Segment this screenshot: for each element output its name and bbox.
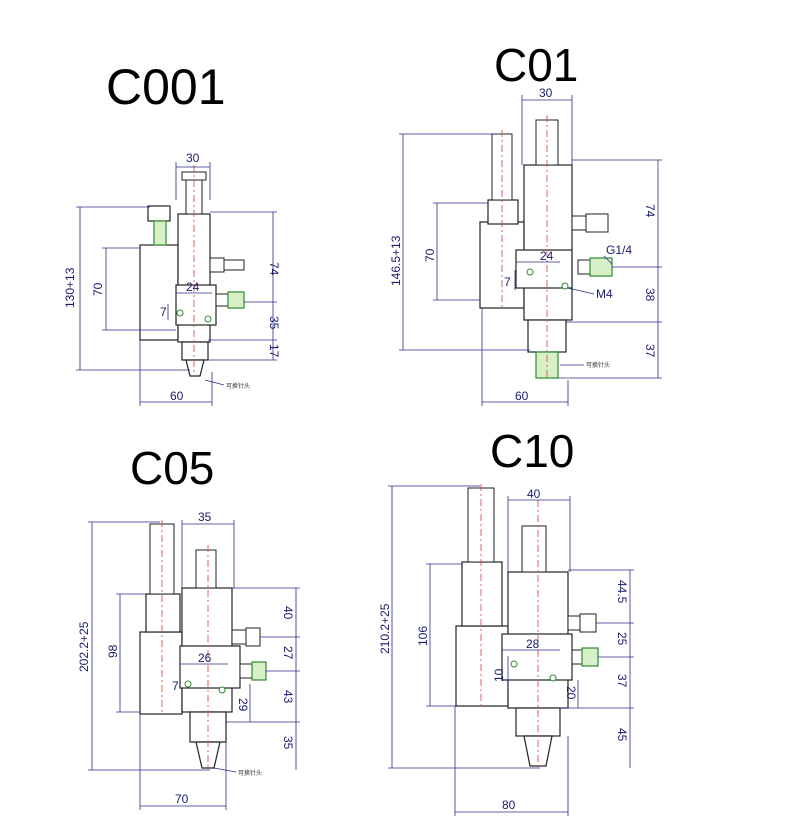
c01-leader-g — [603, 255, 613, 265]
c10-side-fitting-2b — [581, 647, 599, 667]
c001-label-bottom: 60 — [170, 389, 184, 403]
c05-top-fitting — [195, 549, 217, 589]
c05-side-fitting-1 — [231, 629, 247, 645]
c01-label-upper-right: 74 — [643, 204, 657, 218]
c05-label-right-4: 35 — [281, 736, 295, 750]
title-c10: C10 — [490, 425, 575, 477]
c10-side-fitting-1 — [567, 615, 581, 631]
c001-hole-right — [204, 315, 212, 323]
c10-side-fitting-2 — [571, 649, 583, 665]
c001-nozzle-base — [181, 341, 209, 361]
c05-label-right-2: 27 — [281, 646, 295, 660]
c05-left-top — [145, 593, 181, 633]
c10-side-fitting-1b — [579, 613, 597, 633]
c001-label-mid-right: 35 — [267, 316, 281, 330]
c01-label-offset: 7 — [504, 275, 511, 289]
c01-note: 可换针头 — [586, 361, 610, 369]
c01-side-fitting-1b — [585, 213, 609, 233]
c01-label-mid-right: 38 — [643, 288, 657, 302]
c10-label-right-2: 25 — [615, 632, 629, 646]
c10-label-body: 106 — [416, 626, 430, 646]
c01-label-top: 30 — [539, 86, 553, 100]
title-c001: C001 — [106, 59, 226, 115]
c001-label-top: 30 — [186, 151, 200, 165]
c05-hole-left — [184, 680, 192, 688]
drawing-c10: 40 210.2+25 106 44.5 25 37 45 28 10 20 8… — [378, 484, 634, 816]
c001-side-fitting-1 — [209, 257, 225, 273]
c001-knob-stem — [153, 220, 167, 246]
c01-hole-right — [561, 282, 569, 290]
c10-left-top — [461, 561, 503, 627]
c001-label-total: 130+13 — [63, 267, 77, 308]
c001-label-center: 24 — [186, 280, 200, 294]
c001-note: 可换针头 — [226, 382, 250, 390]
drawing-c001: 30 130+13 70 74 24 7 35 17 60 可换针头 — [63, 151, 281, 406]
drawing-c01: 30 146.5+13 70 74 24 7 38 37 60 G1/4 M4 … — [389, 86, 662, 406]
c01-label-thread-side: M4 — [596, 287, 613, 301]
c05-label-total: 202.2+25 — [77, 621, 91, 672]
c10-label-offset: 10 — [492, 668, 506, 682]
c10-hole-right — [549, 674, 557, 682]
c05-label-body: 98 — [106, 644, 120, 658]
c001-leader — [204, 379, 225, 386]
c01-main-column — [523, 164, 573, 321]
c05-leader — [213, 767, 237, 773]
c001-side-fitting-2 — [215, 293, 229, 307]
c05-label-top: 35 — [198, 510, 212, 524]
drawing-c05: 35 202.2+25 98 40 27 43 35 26 7 29 70 可换… — [77, 510, 300, 810]
c05-side-fitting-2 — [239, 663, 253, 679]
c05-note: 可换针头 — [238, 769, 262, 777]
c01-label-lower-right: 37 — [643, 344, 657, 358]
c001-side-fitting-2b — [227, 291, 245, 309]
c001-label-body: 70 — [91, 282, 105, 296]
c10-label-inner: 20 — [564, 686, 578, 700]
c01-lower-block — [515, 249, 573, 289]
c01-label-center: 24 — [540, 249, 554, 263]
c01-hole-left — [526, 268, 534, 276]
c001-left-body — [139, 244, 179, 341]
c001-label-lower-right: 17 — [267, 344, 281, 358]
c01-side-fitting-1 — [571, 215, 587, 231]
c10-label-right-1: 44.5 — [615, 580, 629, 604]
c001-knob — [147, 205, 171, 222]
c10-label-center: 28 — [526, 637, 540, 651]
c01-label-total: 146.5+13 — [389, 235, 403, 286]
c10-label-top: 40 — [527, 487, 541, 501]
c01-left-top — [487, 199, 519, 225]
c10-label-right-4: 45 — [615, 728, 629, 742]
c001-hole-left — [176, 309, 184, 317]
c05-label-offset: 7 — [172, 679, 179, 693]
c05-label-inner: 29 — [236, 698, 250, 712]
c10-left-body — [455, 625, 509, 707]
c10-lower-block — [501, 633, 573, 681]
c10-label-bottom: 80 — [502, 798, 516, 812]
c01-side-fitting-2 — [577, 259, 591, 275]
c05-lower-block — [179, 645, 241, 689]
c10-label-total: 210.2+25 — [378, 603, 392, 654]
c001-label-offset: 7 — [160, 305, 167, 319]
c01-leader-m — [567, 287, 595, 295]
c10-hole-left — [510, 660, 518, 668]
c01-label-bottom: 60 — [515, 389, 529, 403]
c10-top-fitting — [521, 525, 547, 573]
c01-label-thread-top: G1/4 — [606, 243, 632, 257]
c05-label-bottom: 70 — [175, 792, 189, 806]
c05-left-body — [139, 631, 183, 715]
c05-side-fitting-1b — [245, 627, 261, 647]
c05-hole-right — [218, 686, 226, 694]
c05-label-right-1: 40 — [281, 606, 295, 620]
c001-label-upper-right: 74 — [267, 262, 281, 276]
c05-label-center: 26 — [198, 651, 212, 665]
c05-side-fitting-2b — [251, 661, 267, 681]
title-c05: C05 — [130, 442, 215, 494]
c001-side-fitting-1b — [223, 259, 245, 271]
title-c01: C01 — [494, 39, 579, 91]
c01-label-body: 70 — [423, 248, 437, 262]
c05-label-right-3: 43 — [281, 690, 295, 704]
c001-nozzle-tip — [185, 359, 205, 377]
c10-label-right-3: 37 — [615, 674, 629, 688]
